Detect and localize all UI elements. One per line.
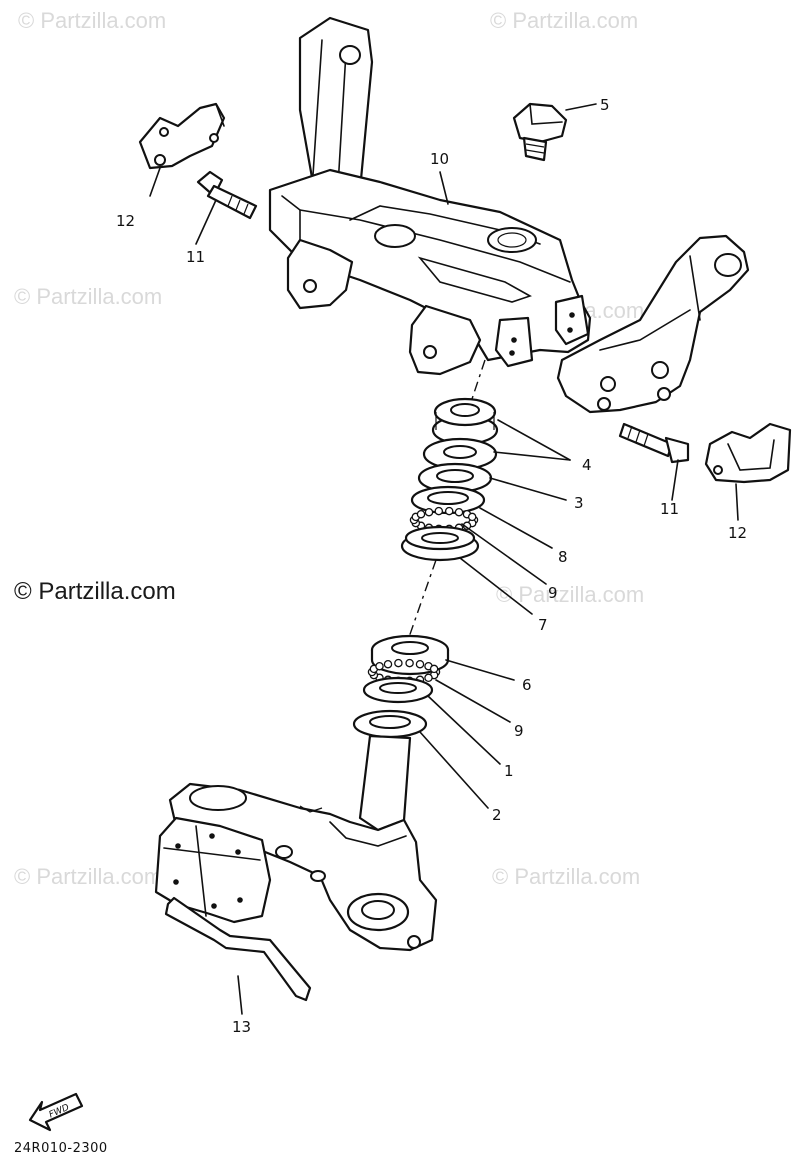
bearing-ball (383, 659, 393, 669)
bearing-ball (394, 658, 403, 668)
watermark: © Partzilla.com (14, 864, 163, 889)
bearing-ball (424, 673, 433, 683)
part-4-lower-nut (422, 437, 498, 471)
watermark: © Partzilla.com (18, 8, 167, 33)
part-10-upper-bracket (268, 16, 592, 376)
diagram-code: 24R010-2300 (14, 1141, 108, 1156)
callout-8: 8 (558, 548, 568, 566)
bearing-ball (434, 506, 444, 516)
callout-13: 13 (232, 1018, 251, 1036)
part-10-right-arm (556, 234, 750, 414)
watermark: © Partzilla.com (492, 864, 641, 889)
callout-7: 7 (538, 616, 548, 634)
callout-11-right: 11 (660, 500, 679, 518)
bearing-ball (416, 509, 426, 519)
callout-12-left: 12 (116, 212, 135, 230)
part-4-ring-nuts (431, 397, 499, 446)
callout-11-left: 11 (186, 248, 205, 266)
callout-12-right: 12 (728, 524, 747, 542)
leader-lines (149, 103, 739, 1015)
part-1-cone (362, 676, 434, 704)
watermark-dark: © Partzilla.com (14, 578, 176, 605)
part-13-guard (154, 816, 312, 1002)
bearing-ball (429, 664, 439, 674)
callout-3: 3 (574, 494, 584, 512)
watermark: © Partzilla.com (14, 284, 163, 309)
callout-4: 4 (582, 456, 592, 474)
callout-1: 1 (504, 762, 514, 780)
watermark: © Partzilla.com (496, 582, 645, 607)
part-11-left-bolt (196, 170, 258, 220)
callout-6: 6 (522, 676, 532, 694)
bearing-ball (454, 507, 464, 517)
part-2-dust-seal (352, 709, 428, 739)
fwd-arrow-icon: FWD (28, 1092, 84, 1132)
bearing-ball (444, 506, 454, 516)
part-7-upper-race (400, 525, 480, 562)
callout-10: 10 (430, 150, 449, 168)
bearing-ball (375, 661, 384, 671)
bearing-ball (424, 507, 434, 517)
part-11-right-bolt (618, 422, 690, 464)
callout-labels: 5 10 12 11 4 3 8 9 7 6 9 1 2 11 12 13 (116, 96, 747, 1036)
bearing-ball (405, 658, 414, 668)
callout-2: 2 (492, 806, 502, 824)
part-12-left-bracket (138, 102, 226, 170)
callout-5: 5 (600, 96, 610, 114)
bearing-ball (415, 659, 425, 669)
watermark: © Partzilla.com (490, 8, 639, 33)
callout-9-lower: 9 (514, 722, 524, 740)
callout-9-upper: 9 (548, 584, 558, 602)
part-5-stem-bolt (512, 102, 568, 162)
part-12-right-bracket (704, 422, 792, 484)
lower-bracket-stem (168, 734, 438, 952)
bearing-ball (467, 512, 477, 522)
